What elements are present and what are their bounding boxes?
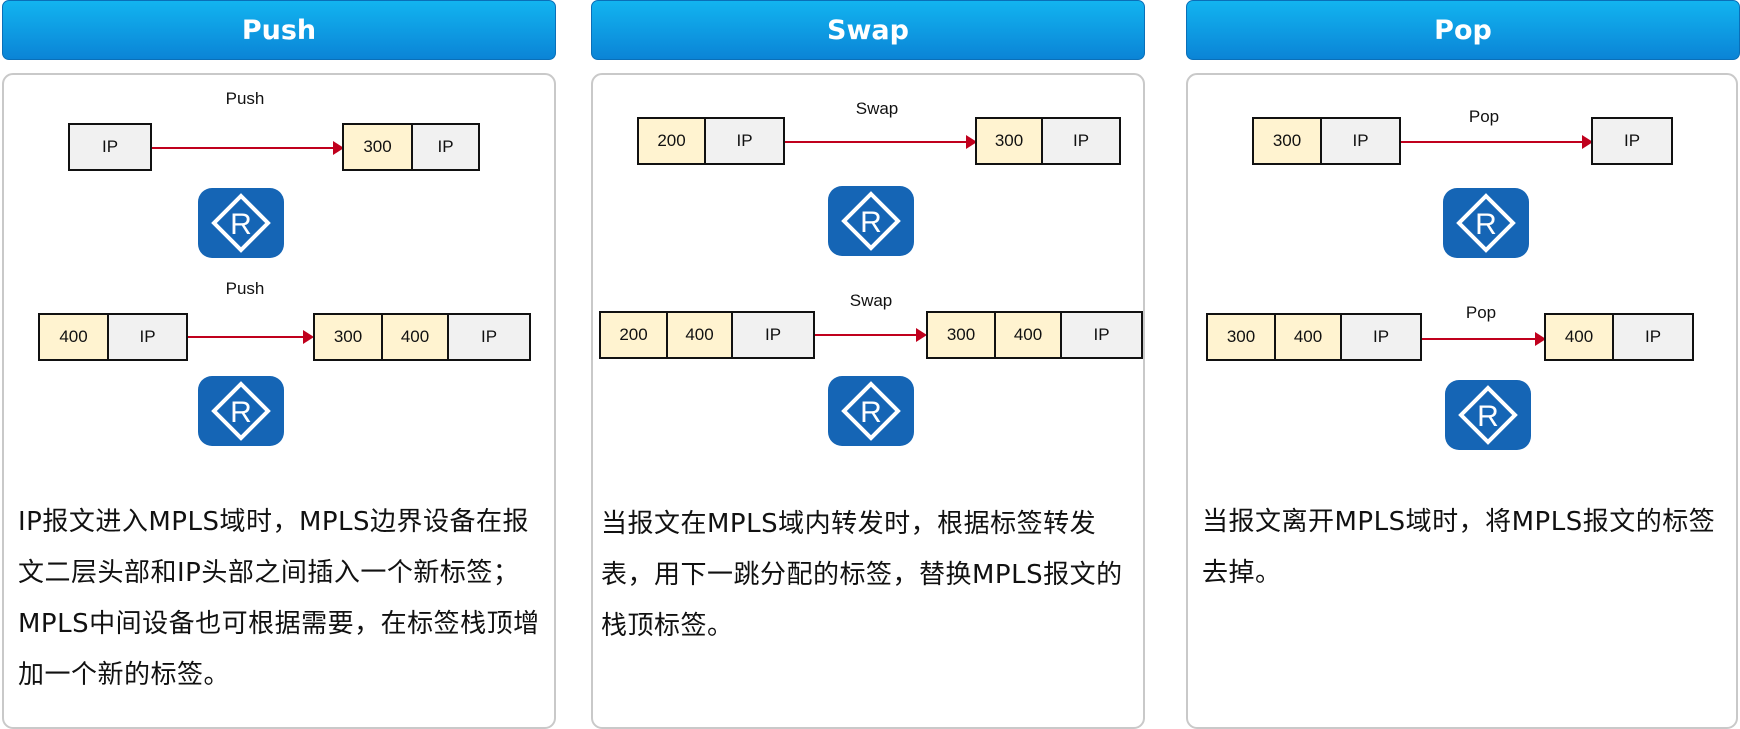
packet-after: 300 400 IP <box>926 311 1143 359</box>
ip-cell: IP <box>1612 315 1692 359</box>
operation-arrow <box>152 141 344 155</box>
router-icon: R <box>197 375 285 447</box>
label-cell: 300 <box>1254 119 1320 163</box>
packet-before: 300 IP <box>1252 117 1401 165</box>
label-cell: 400 <box>40 315 107 359</box>
column-header-pop: Pop <box>1186 0 1740 60</box>
ip-cell: IP <box>704 119 783 163</box>
router-icon: R <box>827 375 915 447</box>
column-panel-pop: Pop 300 IP IP R Pop 300 400 IP 400 IP R … <box>1186 73 1738 729</box>
column-title: Pop <box>1434 14 1492 46</box>
column-description: 当报文在MPLS域内转发时，根据标签转发表，用下一跳分配的标签，替换MPLS报文… <box>601 509 1123 641</box>
column-description: IP报文进入MPLS域时，MPLS边界设备在报文二层头部和IP头部之间插入一个新… <box>18 507 540 690</box>
label-cell: 300 <box>977 119 1041 163</box>
router-glyph: R <box>230 396 252 429</box>
label-cell: 200 <box>601 313 666 357</box>
packet-before: 200 400 IP <box>599 311 815 359</box>
ip-cell: IP <box>1041 119 1119 163</box>
label-cell: 400 <box>1274 315 1340 359</box>
column-title: Push <box>241 14 317 46</box>
operation-label: Swap <box>849 291 893 310</box>
label-cell: 400 <box>1546 315 1612 359</box>
label-cell: 300 <box>315 315 381 359</box>
router-icon: R <box>197 187 285 259</box>
router-icon: R <box>1442 187 1530 259</box>
operation-label: Pop <box>1468 107 1500 126</box>
operation-arrow <box>815 328 927 342</box>
ip-cell: IP <box>447 315 529 359</box>
packet-after: IP <box>1591 117 1673 165</box>
label-cell: 400 <box>666 313 731 357</box>
router-icon: R <box>1444 379 1532 451</box>
packet-before: IP <box>68 123 152 171</box>
packet-before: 400 IP <box>38 313 188 361</box>
router-glyph: R <box>860 396 882 429</box>
packet-after: 300 IP <box>975 117 1121 165</box>
operation-arrow <box>785 135 977 149</box>
ip-cell: IP <box>411 125 478 169</box>
label-cell: 400 <box>994 313 1060 357</box>
label-cell: 300 <box>928 313 994 357</box>
operation-label: Push <box>225 89 265 108</box>
ip-cell: IP <box>70 125 150 169</box>
packet-after: 300 IP <box>342 123 480 171</box>
column-panel-swap: Swap 200 IP 300 IP R Swap 200 400 IP 300… <box>591 73 1145 729</box>
router-glyph: R <box>1475 208 1497 241</box>
ip-cell: IP <box>1060 313 1141 357</box>
ip-cell: IP <box>1320 119 1399 163</box>
label-cell: 400 <box>381 315 447 359</box>
router-icon: R <box>827 185 915 257</box>
column-header-swap: Swap <box>591 0 1145 60</box>
column-description: 当报文离开MPLS域时，将MPLS报文的标签去掉。 <box>1202 507 1716 588</box>
operation-label: Pop <box>1465 303 1497 322</box>
label-cell: 300 <box>344 125 411 169</box>
packet-after: 300 400 IP <box>313 313 531 361</box>
column-title: Swap <box>827 14 909 46</box>
ip-cell: IP <box>1340 315 1420 359</box>
packet-after: 400 IP <box>1544 313 1694 361</box>
packet-before: 300 400 IP <box>1206 313 1422 361</box>
operation-label: Push <box>225 279 265 298</box>
ip-cell: IP <box>731 313 813 357</box>
operation-arrow <box>1422 332 1546 346</box>
packet-before: 200 IP <box>637 117 785 165</box>
ip-cell: IP <box>1593 119 1671 163</box>
router-glyph: R <box>230 208 252 241</box>
router-glyph: R <box>860 206 882 239</box>
column-header-push: Push <box>2 0 556 60</box>
ip-cell: IP <box>107 315 186 359</box>
label-cell: 200 <box>639 119 704 163</box>
column-panel-push: Push IP 300 IP R Push 400 IP 300 400 IP … <box>2 73 556 729</box>
operation-arrow <box>188 330 314 344</box>
router-glyph: R <box>1477 400 1499 433</box>
operation-label: Swap <box>855 99 899 118</box>
operation-arrow <box>1401 135 1593 149</box>
label-cell: 300 <box>1208 315 1274 359</box>
